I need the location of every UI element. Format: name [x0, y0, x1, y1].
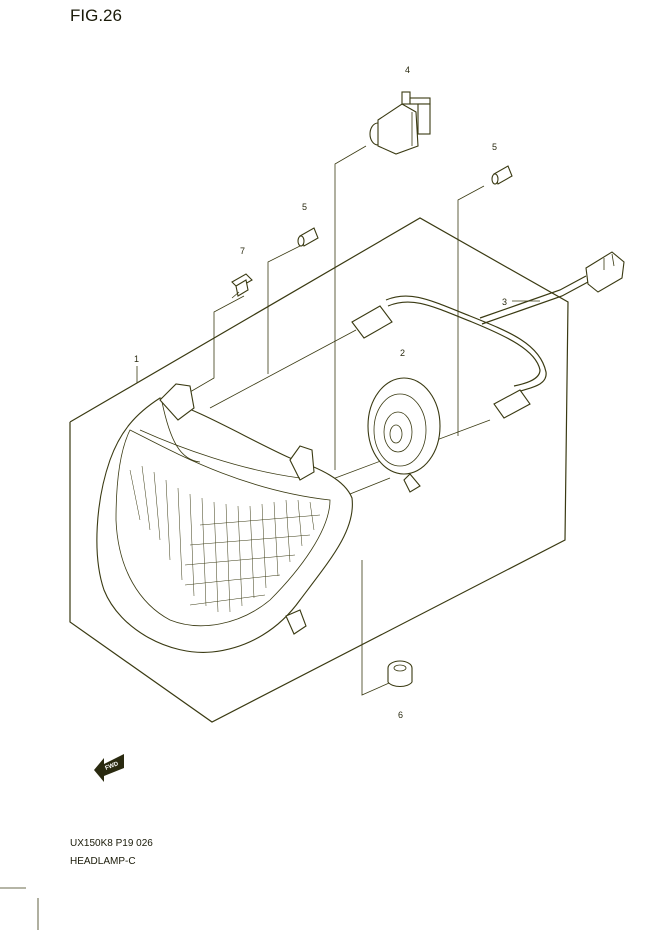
callout-5-left: 5 [302, 202, 307, 212]
grommet-part [387, 660, 413, 688]
reflector-ring-part [367, 377, 441, 493]
lens-hatching [129, 465, 321, 613]
main-bulb-part [369, 91, 431, 155]
headlamp-housing-part [96, 383, 353, 653]
callout-1: 1 [134, 354, 139, 364]
fwd-label: FWD [105, 761, 121, 772]
callout-6: 6 [398, 710, 403, 720]
diagram-code: UX150K8 P19 026 [70, 838, 153, 849]
position-bulb-right-part [491, 165, 513, 185]
screw-part [231, 273, 253, 299]
assembly-frame [69, 217, 569, 723]
callout-5-right: 5 [492, 142, 497, 152]
forward-arrow-icon: FWD [94, 754, 124, 782]
callout-4: 4 [405, 65, 410, 75]
diagram-title: HEADLAMP-C [70, 856, 136, 867]
callout-2: 2 [400, 348, 405, 358]
crop-marks [0, 887, 39, 930]
figure-label: FIG.26 [70, 6, 122, 25]
callout-7: 7 [240, 246, 245, 256]
wiring-harness-part [351, 251, 625, 419]
position-bulb-left-part [297, 227, 319, 247]
callout-3: 3 [502, 297, 507, 307]
